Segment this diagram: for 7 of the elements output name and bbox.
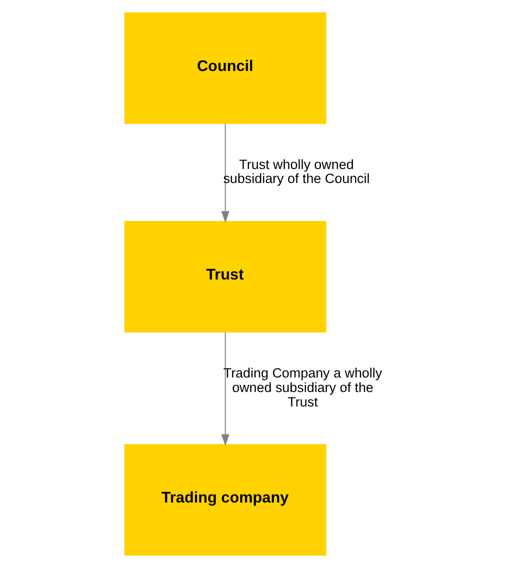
arrow	[221, 123, 230, 223]
node-box: Trading company	[124, 444, 326, 556]
node-box: Trust	[124, 221, 326, 333]
arrow	[221, 332, 230, 446]
edge-label: Trust wholly owned subsidiary of the Council	[223, 156, 370, 186]
edge-label: Trading Company a wholly owned subsidiary of the Trust	[223, 365, 382, 410]
node-box: Council	[124, 12, 326, 124]
